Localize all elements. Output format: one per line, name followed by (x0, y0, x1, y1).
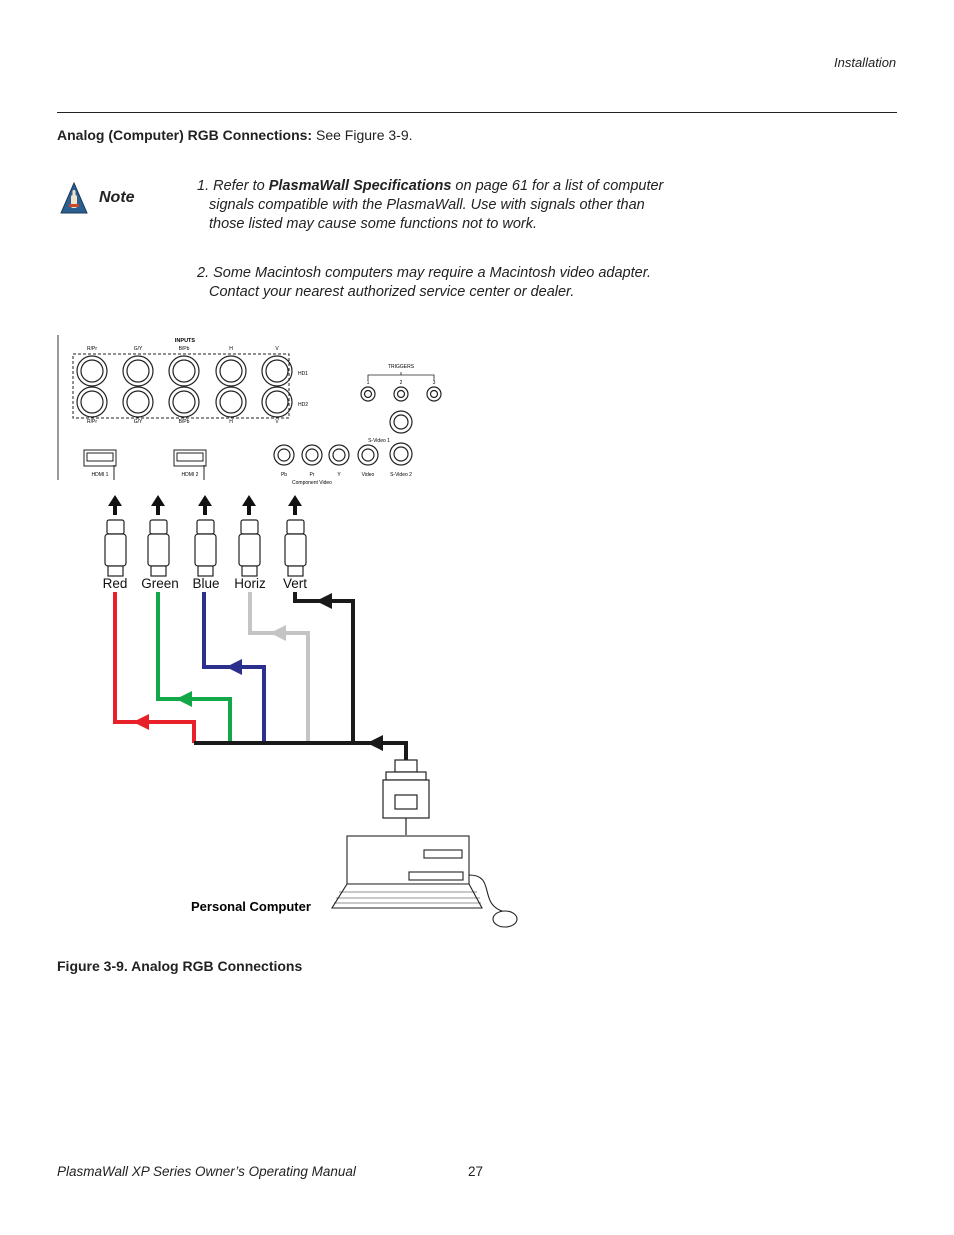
section-heading-bold: Analog (Computer) RGB Connections: (57, 127, 313, 143)
computer-label: Personal Computer (191, 899, 311, 914)
note-item-2: 2. Some Macintosh computers may require … (197, 264, 667, 302)
trigger-number-1: 1 (367, 380, 370, 386)
panel-triggers-label: TRIGGERS (388, 364, 415, 370)
trigger-jacks (360, 386, 442, 402)
panel-label-bpb-top: B/Pb (179, 346, 190, 352)
note-label: Note (99, 189, 135, 206)
cable-wires (113, 592, 408, 765)
computer-drawing (331, 835, 518, 928)
panel-label-rpr-top: R/Pr (87, 346, 97, 352)
cable-label-vert: Vert (283, 576, 307, 591)
svideo-jacks (389, 410, 413, 466)
cable-wire-vert (293, 592, 355, 743)
note-item-2-text: 2. Some Macintosh computers may require … (197, 265, 652, 300)
panel-label-v-top: V (275, 346, 279, 352)
panel-svideo1-label: S-Video 1 (368, 438, 390, 444)
keyboard (331, 883, 483, 909)
component-label-pb: Pb (281, 472, 287, 478)
panel-label-v-bottom: V (275, 419, 279, 425)
bnc-jack-row-hd2 (76, 386, 293, 418)
note-item-1: 1. Refer to PlasmaWall Specifications on… (197, 177, 667, 234)
section-heading-rest: See Figure 3-9. (312, 127, 413, 143)
note-hand-icon (60, 182, 88, 214)
mouse (492, 910, 518, 928)
cable-label-horiz: Horiz (234, 576, 266, 591)
panel-hdmi2-label: HDMI 2 (182, 472, 199, 478)
component-label-svideo2: S-Video 2 (390, 472, 412, 478)
panel-hd2-label: HD2 (298, 402, 308, 408)
flow-arrows (133, 593, 398, 751)
note-item-1-bold: PlasmaWall Specifications (268, 178, 452, 194)
note-item-1-suffix: on page 61 for a list of computer signal… (209, 178, 664, 232)
panel-label-h-bottom: H (229, 419, 233, 425)
connection-figure: INPUTS R/Pr G/Y B/Pb H V R/Pr G/Y B/Pb H… (57, 335, 518, 928)
note-item-1-prefix: 1. Refer to (197, 178, 269, 194)
panel-hdmi1-label: HDMI 1 (92, 472, 109, 478)
footer-title: PlasmaWall XP Series Owner’s Operating M… (57, 1164, 356, 1179)
component-jacks (273, 444, 379, 466)
panel-label-gy-bottom: G/Y (134, 419, 143, 425)
trigger-number-2: 2 (400, 380, 403, 386)
panel-label-h-top: H (229, 346, 233, 352)
bnc-plugs (104, 519, 307, 577)
panel-label-rpr-bottom: R/Pr (87, 419, 97, 425)
component-label-y: Y (337, 472, 341, 478)
bnc-jack-row-hd1 (76, 355, 293, 387)
cable-label-red: Red (103, 576, 128, 591)
trigger-number-3: 3 (433, 380, 436, 386)
component-label-video: Video (362, 472, 375, 478)
cable-label-blue: Blue (192, 576, 219, 591)
running-header: Installation (834, 55, 897, 70)
figure-caption: Figure 3-9. Analog RGB Connections (57, 958, 303, 974)
panel-hd1-label: HD1 (298, 371, 308, 377)
panel-label-bpb-bottom: B/Pb (179, 419, 190, 425)
header-rule (57, 112, 897, 113)
panel-inputs-label: INPUTS (175, 338, 196, 344)
page-number: 27 (468, 1164, 484, 1179)
vga-connector (382, 759, 430, 835)
input-arrows (108, 495, 302, 515)
component-video-label: Component Video (292, 480, 332, 486)
component-label-pr: Pr (310, 472, 315, 478)
hdmi-ports (83, 449, 207, 480)
cable-label-green: Green (141, 576, 179, 591)
section-heading: Analog (Computer) RGB Connections: See F… (57, 127, 413, 143)
panel-label-gy-top: G/Y (134, 346, 143, 352)
